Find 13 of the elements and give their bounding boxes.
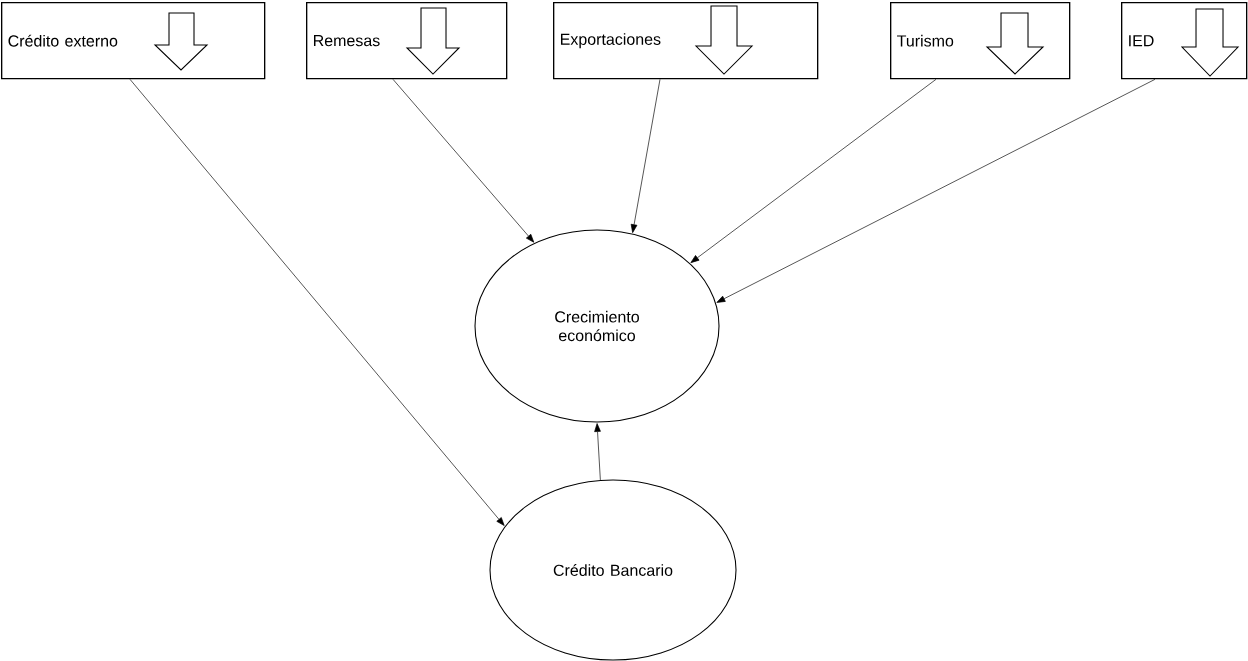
- source-box: IED: [1121, 2, 1248, 80]
- arrow: [594, 423, 601, 481]
- source-box: Crédito externo: [1, 2, 266, 80]
- arrow: [630, 79, 661, 233]
- source-box: Exportaciones: [553, 2, 819, 80]
- ellipse-node: Crédito Bancario: [489, 479, 737, 661]
- arrow: [690, 79, 937, 263]
- ellipse-node: Crecimiento económico: [474, 229, 720, 423]
- source-box: Remesas: [306, 2, 508, 80]
- arrow: [129, 79, 505, 526]
- arrow: [716, 79, 1156, 303]
- arrow: [392, 79, 535, 243]
- source-box: Turismo: [890, 2, 1071, 80]
